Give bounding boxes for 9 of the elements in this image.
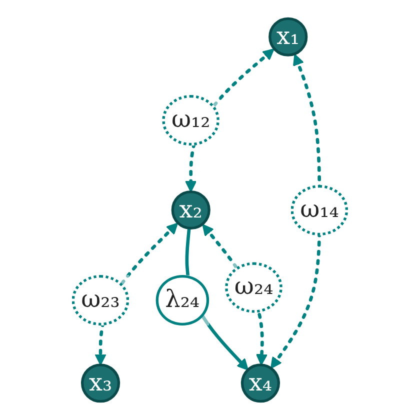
edge-label: ω₂₃ [81, 286, 120, 314]
node-circle: x₁ [268, 17, 308, 56]
node-circle: x₃ [80, 364, 120, 403]
edge-label: ω₁₂ [171, 106, 210, 134]
edge-label: λ₂₄ [165, 286, 200, 314]
node-circle: x₂ [171, 190, 210, 230]
edge-label: ω₂₄ [234, 272, 274, 301]
edge-label: ω₁₄ [300, 196, 339, 224]
node-circle: x₄ [240, 364, 280, 403]
